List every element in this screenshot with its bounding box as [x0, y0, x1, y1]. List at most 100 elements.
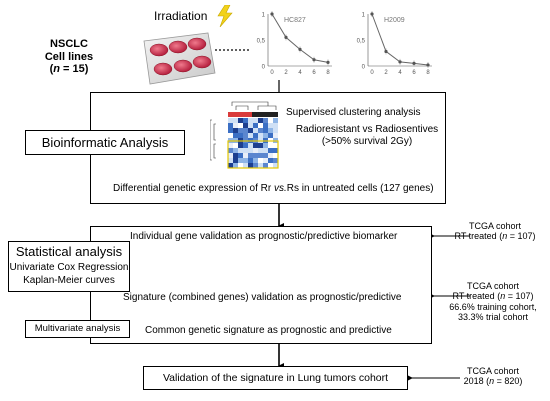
cohort-1-post: = 107): [507, 231, 536, 242]
data-point: [284, 35, 288, 39]
cohort-2-pre: RT treated (: [452, 291, 501, 302]
heatmap-cell: [268, 143, 273, 148]
bioinformatic-label: Bioinformatic Analysis: [41, 135, 169, 150]
cohort-2-n: n: [500, 291, 506, 302]
x-tick-label: 0: [270, 70, 274, 76]
heatmap-cell: [228, 118, 233, 123]
heatmap-cell: [253, 128, 258, 133]
data-point: [398, 60, 402, 64]
data-point: [370, 12, 374, 16]
validation-box: Validation of the signature in Lung tumo…: [143, 366, 408, 390]
irradiation-label: Irradiation: [154, 9, 208, 23]
heatmap-cell: [268, 133, 273, 138]
heatmap-cell: [248, 148, 253, 153]
supervised-clustering-text: Supervised clustering analysis: [286, 107, 421, 118]
heatmap-cell: [263, 148, 268, 153]
y-tick-label: 0: [362, 65, 366, 71]
heatmap-cell: [243, 148, 248, 153]
heatmap-cell: [253, 148, 258, 153]
heatmap-cell: [273, 148, 278, 153]
heatmap-cell: [233, 128, 238, 133]
cohort-1-line2: RT treated (n = 107): [450, 231, 540, 241]
cohort-2: TCGA cohort RT treated (n = 107) 66.6% t…: [436, 281, 550, 322]
heatmap-cell: [228, 123, 233, 128]
heatmap-cell: [248, 143, 253, 148]
multivariate-label: Multivariate analysis: [34, 323, 121, 334]
heatmap-cell: [268, 158, 273, 163]
nsclc-count: (n = 15): [49, 63, 89, 76]
y-tick-label: 0,5: [257, 39, 266, 45]
heatmap-cell: [233, 163, 238, 168]
heatmap-cell: [268, 148, 273, 153]
statistical-box: [90, 226, 432, 344]
statistical-line1: Univariate Cox Regression: [9, 262, 129, 273]
heatmap-cell: [233, 118, 238, 123]
heatmap-cell: [273, 123, 278, 128]
nsclc-n-value: = 15: [63, 63, 85, 76]
heatmap-cell: [248, 118, 253, 123]
heatmap-cell: [263, 153, 268, 158]
cohort-2-post: = 107): [505, 291, 534, 302]
heatmap-cell: [263, 123, 268, 128]
signature-text: Signature (combined genes) validation as…: [123, 292, 402, 303]
heatmap-cell: [253, 158, 258, 163]
heatmap-cell: [253, 123, 258, 128]
heatmap-cell: [258, 153, 263, 158]
heatmap-cell: [263, 158, 268, 163]
x-tick-label: 8: [426, 70, 430, 76]
heatmap-cell: [238, 143, 243, 148]
heatmap-cell: [228, 158, 233, 163]
heatmap-cell: [273, 143, 278, 148]
individual-gene-text: Individual gene validation as prognostic…: [130, 231, 398, 242]
heatmap-cell: [263, 163, 268, 168]
heatmap-cell: [233, 133, 238, 138]
heatmap-cell: [273, 118, 278, 123]
heatmap-cell: [243, 133, 248, 138]
heatmap-cell: [233, 148, 238, 153]
nsclc-n: n: [53, 63, 60, 76]
heatmap-cell: [238, 163, 243, 168]
differential-text: Differential genetic expression of Rr vs…: [113, 183, 434, 195]
heatmap-cell: [228, 153, 233, 158]
heatmap-cell: [243, 143, 248, 148]
x-tick-label: 0: [370, 70, 374, 76]
radio-line1: Radioresistant vs Radiosentives: [295, 124, 439, 135]
heatmap-cell: [228, 143, 233, 148]
heatmap-cell: [263, 118, 268, 123]
cohort-2-line2: RT treated (n = 107): [436, 291, 550, 301]
heatmap-cell: [238, 133, 243, 138]
x-tick-label: 2: [384, 70, 388, 76]
validation-label: Validation of the signature in Lung tumo…: [162, 372, 389, 384]
differential-vs: vs.: [274, 183, 287, 194]
radio-line2: (>50% survival 2Gy): [321, 135, 413, 147]
heatmap-cell: [273, 163, 278, 168]
cohort-3-n: n: [489, 376, 495, 387]
heatmap-cell: [248, 153, 253, 158]
heatmap-cell: [258, 128, 263, 133]
cohort-3-line1: TCGA cohort: [466, 366, 520, 376]
data-point: [412, 61, 416, 65]
data-point: [270, 12, 274, 16]
differential-post: Rs in untreated cells (127 genes): [286, 183, 434, 194]
common-signature-text: Common genetic signature as prognostic a…: [145, 325, 392, 336]
heatmap-cell: [268, 163, 273, 168]
x-tick-label: 4: [298, 70, 302, 76]
heatmap-cell: [238, 123, 243, 128]
multivariate-box: Multivariate analysis: [25, 320, 130, 338]
heatmap-cell: [238, 153, 243, 158]
radio-text: Radioresistant vs Radiosentives (>50% su…: [292, 124, 442, 147]
heatmap-cell: [253, 153, 258, 158]
heatmap-cell: [268, 118, 273, 123]
heatmap-cell: [258, 118, 263, 123]
heatmap-cell: [243, 158, 248, 163]
statistical-title: Statistical analysis: [15, 244, 123, 259]
heatmap-cell: [243, 153, 248, 158]
heatmap-cell: [253, 118, 258, 123]
heatmap-cell: [258, 133, 263, 138]
nsclc-line2: Cell lines: [44, 50, 94, 63]
heatmap-cell: [228, 148, 233, 153]
heatmap-cell: [258, 163, 263, 168]
